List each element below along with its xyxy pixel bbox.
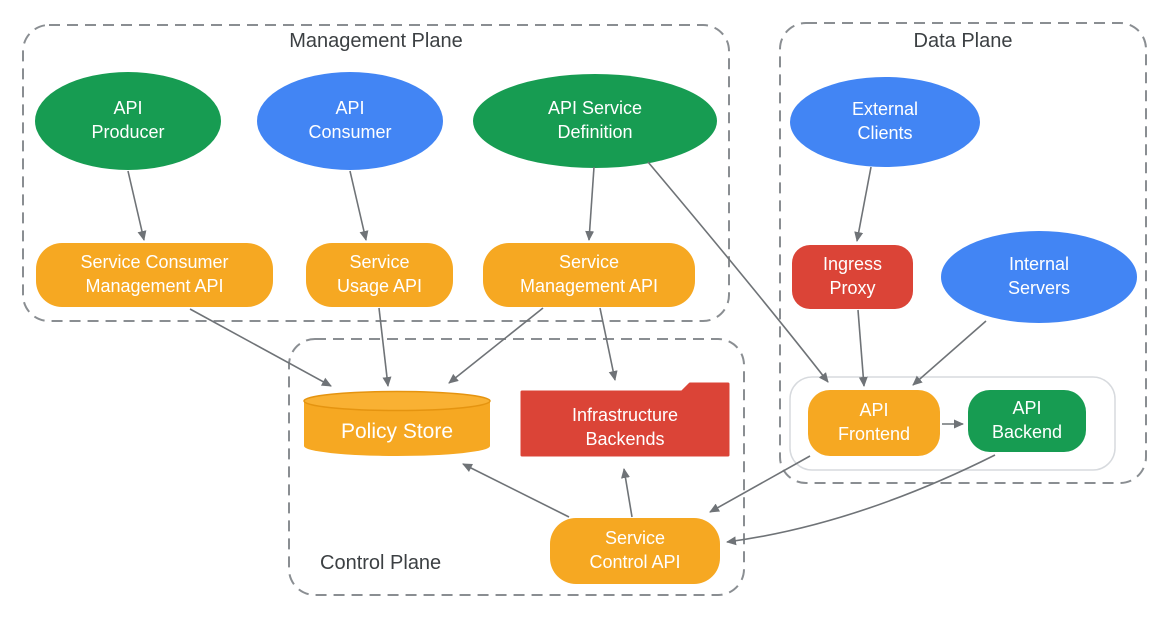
node-service-management-api-label: Service Management API (519, 252, 659, 296)
control-plane-title: Control Plane (320, 552, 442, 574)
node-internal-servers-label: Internal Servers (1007, 254, 1070, 298)
node-service-control-api: Service Control API (550, 518, 720, 584)
node-ingress-proxy: Ingress Proxy (792, 245, 913, 309)
node-api-producer: API Producer (35, 72, 221, 170)
database-cylinder-icon (303, 390, 491, 456)
node-service-consumer-management-api-label: Service Consumer Management API (80, 252, 229, 296)
node-service-usage-api: Service Usage API (306, 243, 453, 307)
node-policy-store-label: Policy Store (340, 420, 454, 444)
node-service-management-api: Service Management API (483, 243, 695, 307)
node-api-backend-label: API Backend (991, 398, 1063, 442)
node-api-service-definition-label: API Service Definition (547, 98, 643, 142)
node-service-control-api-label: Service Control API (589, 528, 681, 572)
node-api-frontend-label: API Frontend (837, 400, 911, 444)
node-service-consumer-management-api: Service Consumer Management API (36, 243, 273, 307)
node-api-consumer-label: API Consumer (308, 98, 392, 142)
node-service-usage-api-label: Service Usage API (336, 252, 423, 296)
management-plane-title: Management Plane (289, 30, 463, 52)
node-api-frontend: API Frontend (808, 390, 940, 456)
node-infrastructure-backends-label: Infrastructure Backends (571, 405, 679, 449)
data-plane-title: Data Plane (913, 30, 1013, 52)
node-api-producer-label: API Producer (91, 98, 165, 142)
node-policy-store: Policy Store (302, 390, 492, 462)
node-internal-servers: Internal Servers (941, 231, 1137, 323)
node-external-clients: External Clients (790, 77, 980, 167)
node-api-service-definition: API Service Definition (473, 74, 717, 168)
node-api-consumer: API Consumer (257, 72, 443, 170)
node-infrastructure-backends: Infrastructure Backends (520, 382, 730, 457)
node-external-clients-label: External Clients (851, 99, 919, 143)
node-ingress-proxy-label: Ingress Proxy (822, 254, 883, 298)
node-api-backend: API Backend (968, 390, 1086, 452)
